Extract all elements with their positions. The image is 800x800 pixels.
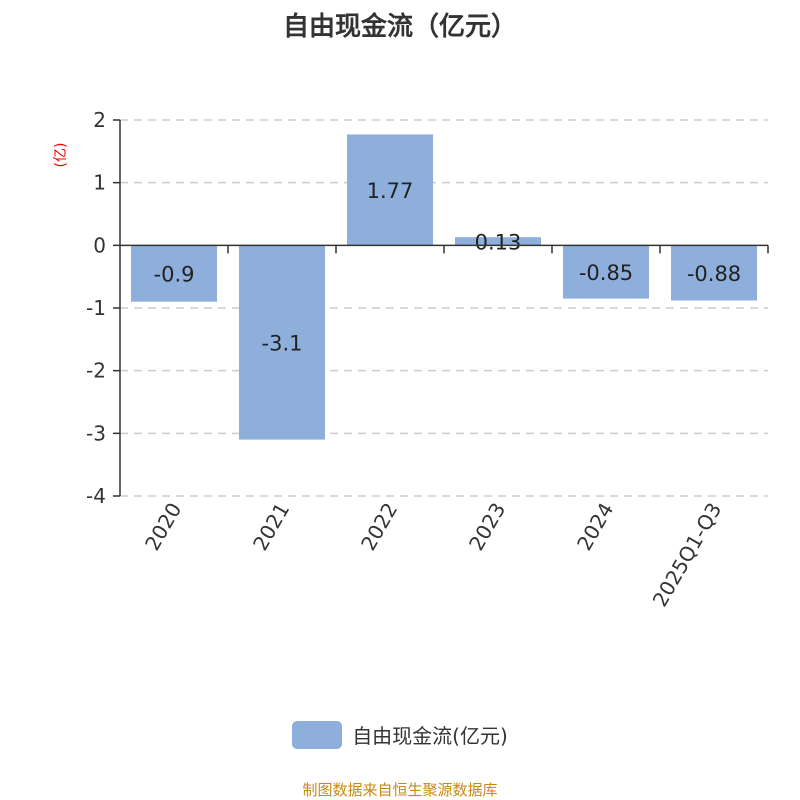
data-label: -0.85 (579, 261, 633, 285)
data-label: -0.88 (687, 262, 741, 286)
bar (239, 245, 325, 440)
x-tick-label: 2024 (572, 499, 618, 555)
y-tick-label: -1 (86, 296, 106, 320)
y-tick-label: 2 (93, 108, 106, 132)
y-tick-label: 0 (93, 233, 106, 257)
data-label: 1.77 (367, 179, 414, 203)
x-tick-label: 2020 (140, 499, 186, 555)
source-note: 制图数据来自恒生聚源数据库 (302, 781, 498, 799)
y-tick-label: -4 (86, 484, 106, 508)
bar (563, 245, 649, 299)
x-tick-label: 2025Q1-Q3 (648, 499, 727, 611)
bar (347, 134, 433, 246)
data-label: -0.9 (154, 263, 195, 287)
y-tick-label: -3 (86, 421, 106, 445)
legend-swatch (292, 720, 343, 749)
bar (455, 237, 541, 246)
data-label: -3.1 (262, 331, 303, 355)
x-tick-label: 2023 (464, 499, 510, 555)
y-tick-label: 1 (93, 171, 106, 195)
legend[interactable]: 自由现金流(亿元) (0, 720, 800, 749)
x-tick-label: 2021 (248, 499, 294, 555)
data-label: 0.13 (475, 230, 522, 254)
y-tick-label: -2 (86, 359, 106, 383)
legend-label: 自由现金流(亿元) (352, 724, 508, 748)
bar (671, 245, 757, 301)
chart-title: 自由现金流（亿元） (282, 12, 517, 42)
x-tick-label: 2022 (356, 499, 402, 555)
bar (131, 245, 217, 302)
y-axis-label: (亿) (53, 143, 69, 168)
